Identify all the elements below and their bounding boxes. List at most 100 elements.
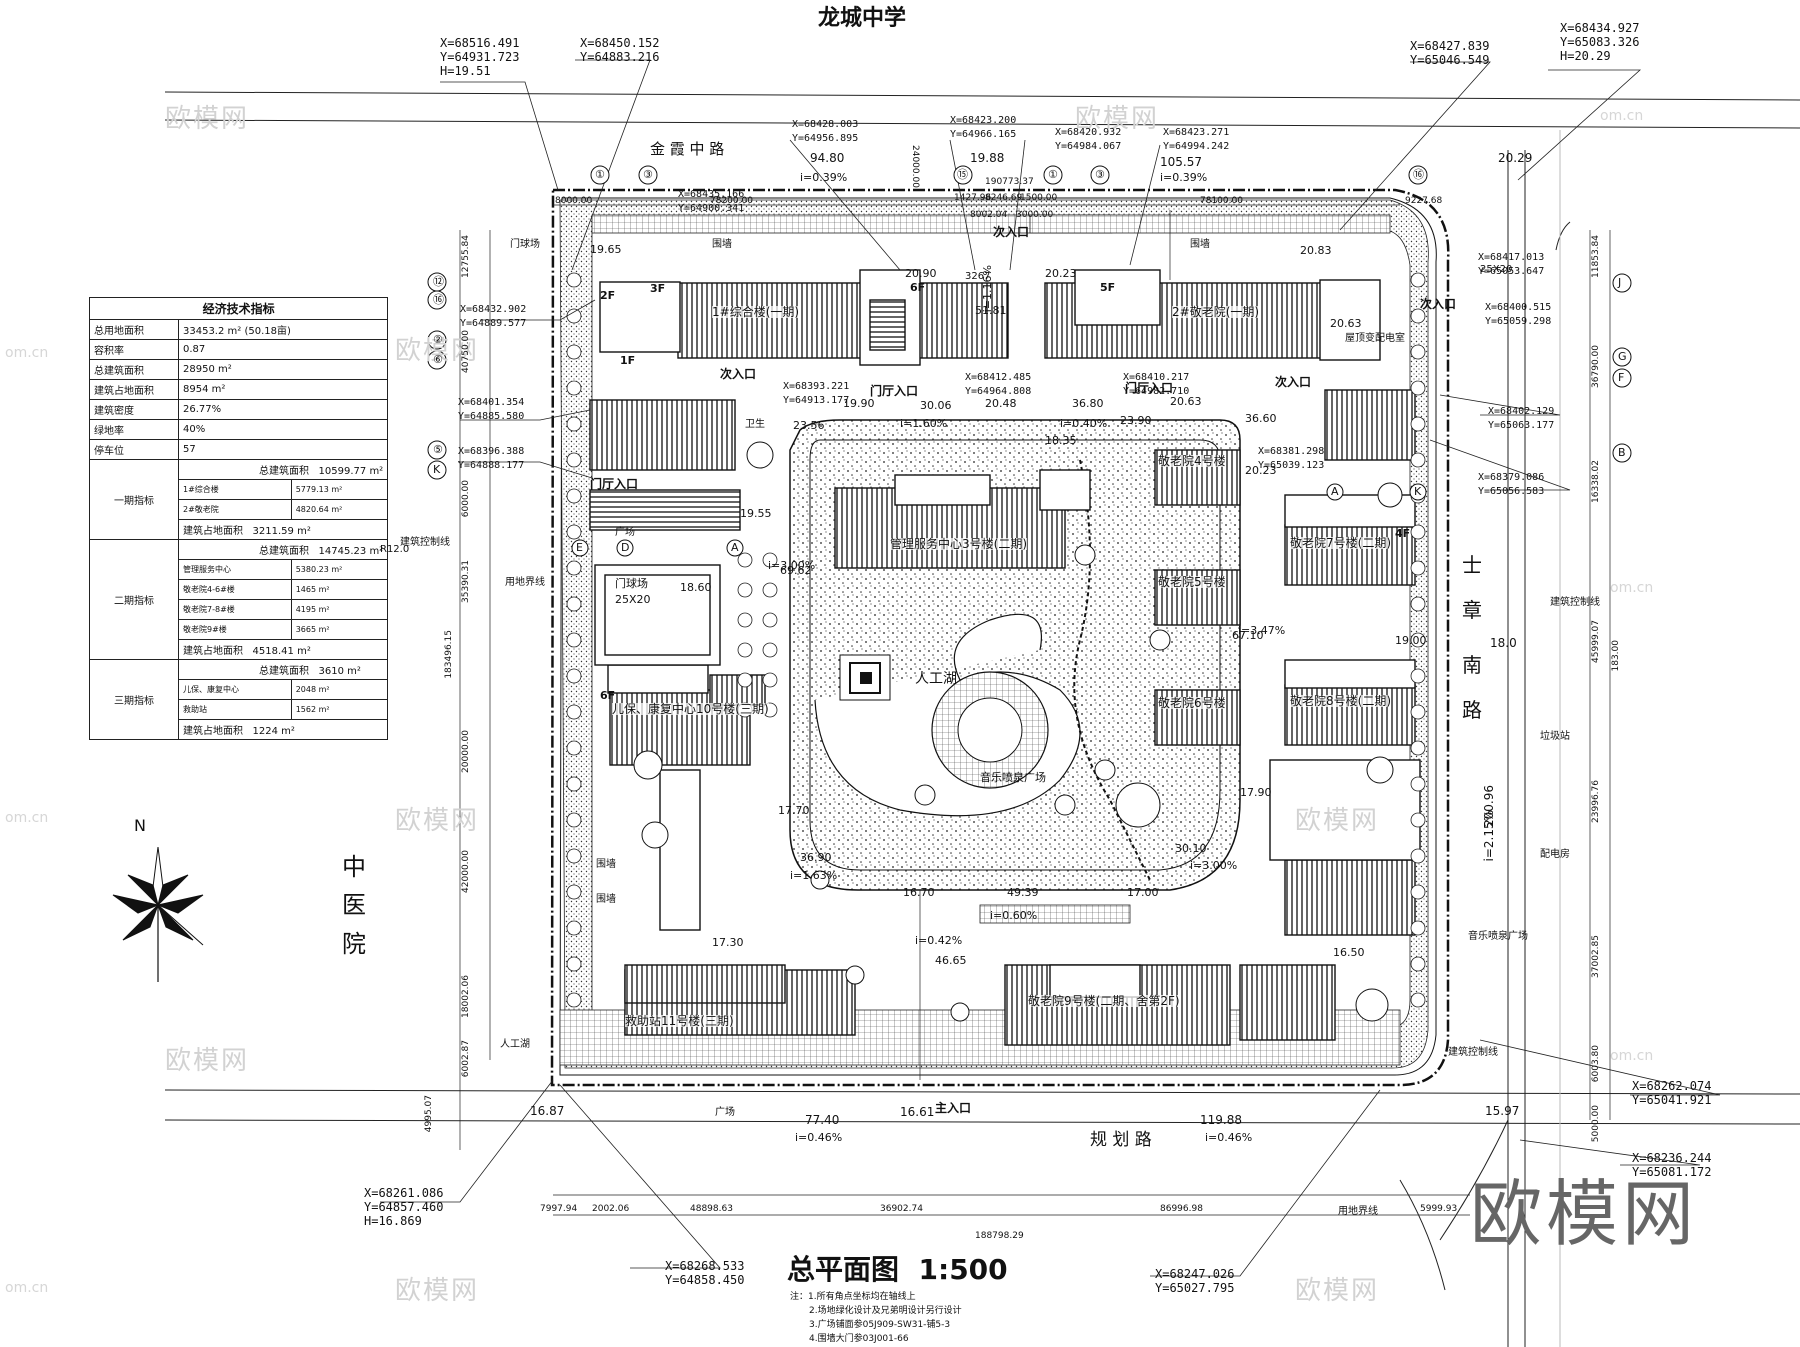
- axis-bubble-label: A: [731, 541, 739, 554]
- tree-icon: [566, 992, 582, 1008]
- elevation-label: 16.70: [903, 886, 935, 899]
- compass-north-label: N: [134, 816, 146, 835]
- misc-label: 门球场: [510, 239, 540, 250]
- misc-label: 广场: [715, 1107, 735, 1118]
- tree-icon: [762, 642, 778, 658]
- tree-icon: [762, 582, 778, 598]
- dimension-lines: [459, 204, 1611, 1216]
- coordinate-label: Y=65041.921: [1632, 1093, 1712, 1107]
- coordinate-label: X=68262.074: [1632, 1079, 1712, 1093]
- building-label: 敬老院6号楼: [1158, 696, 1226, 710]
- elevation-label: 19.55: [740, 507, 772, 520]
- elevation-label: 20.48: [985, 397, 1017, 410]
- axis-bubble-label: ⑯: [433, 293, 444, 306]
- axis-bubble-label: ③: [1095, 168, 1105, 181]
- road-lines: [164, 91, 1800, 1347]
- road-elevation: 105.57: [1160, 155, 1202, 169]
- road-elevation: 19.88: [970, 151, 1005, 165]
- compass-rose: [112, 846, 204, 982]
- entrance-label: 门厅入口: [870, 384, 919, 398]
- road-elevation: 20.29: [1498, 151, 1533, 165]
- coordinate-label: Y=64889.577: [460, 318, 527, 329]
- misc-label: 用地界线: [505, 577, 545, 588]
- coordinate-label: X=68410.217: [1123, 372, 1190, 383]
- tree-icon: [1410, 668, 1426, 684]
- dimension-label: 2002.06: [592, 1204, 630, 1214]
- slope-label: i=0.46%: [795, 1131, 843, 1144]
- tree-icon: [566, 524, 582, 540]
- axis-bubble-label: J: [1618, 276, 1622, 289]
- area-label: 人工湖: [915, 671, 957, 687]
- floor-label: 1F: [620, 354, 636, 367]
- coordinate-label: X=68261.086: [364, 1186, 444, 1200]
- misc-label: 垃圾站: [1540, 731, 1570, 742]
- elevation-label: 30.10: [1175, 842, 1207, 855]
- axis-bubble-label: ⑫: [433, 275, 444, 288]
- coordinate-label: X=68435.166: [678, 189, 745, 200]
- elevation-label: 67.10: [1232, 629, 1264, 642]
- coordinate-label: X=68516.491: [440, 36, 520, 50]
- coordinate-label: Y=65081.172: [1632, 1165, 1712, 1179]
- dimension-label: 183496.15: [444, 630, 454, 679]
- entrance-label: 门厅入口: [590, 477, 639, 491]
- tree-icon: [566, 704, 582, 720]
- watermark-url: om.cn: [1610, 1048, 1654, 1064]
- coordinate-label: X=68412.485: [965, 372, 1032, 383]
- dimension-label: 188798.29: [975, 1231, 1024, 1241]
- slope-label: i=3.00%: [1190, 859, 1238, 872]
- slope-label: i=3.00%: [768, 559, 816, 572]
- entrance-label: 次入口: [1420, 297, 1457, 311]
- tree-icon: [566, 632, 582, 648]
- west-neighbor-2: 医: [342, 891, 366, 919]
- coordinate-label: Y=65053.647: [1478, 266, 1545, 277]
- dimension-label: 9227.68: [1405, 196, 1443, 206]
- edge-trees: [566, 272, 1426, 1008]
- coordinate-label: H=16.869: [364, 1214, 422, 1228]
- dimension-label: 36902.74: [880, 1204, 923, 1214]
- elevation-label: 69.62: [780, 564, 812, 577]
- elevation-label: 23.90: [1120, 414, 1152, 427]
- tree-icon: [737, 552, 753, 568]
- axis-bubble-label: D: [621, 541, 630, 554]
- watermark: 欧模网: [165, 104, 250, 134]
- dimension-label: 8002.04: [970, 210, 1008, 220]
- entrance-label: 次入口: [720, 367, 757, 381]
- coordinate-label: Y=64931.723: [440, 50, 520, 64]
- coordinate-label: X=68401.354: [458, 397, 525, 408]
- area-label: 音乐喷泉广场: [980, 771, 1046, 784]
- tree-icon: [762, 552, 778, 568]
- road-elevation: 16.61: [900, 1105, 935, 1119]
- slope-label: i=0.39%: [800, 171, 848, 184]
- west-neighbor-1: 中: [342, 853, 366, 881]
- slope-label: i=3.47%: [1238, 624, 1286, 637]
- area-label: 25X20: [615, 593, 651, 606]
- dimension-label: 4995.07: [424, 1095, 434, 1133]
- tree-icon: [1410, 380, 1426, 396]
- axis-bubble-label: ⑥: [433, 353, 443, 366]
- coordinate-label: Y=64984.067: [1055, 141, 1122, 152]
- axis-bubble-label: K: [1414, 485, 1422, 498]
- building-label: 管理服务中心3号楼(二期): [890, 537, 1027, 551]
- axis-bubble-label: E: [576, 541, 583, 554]
- misc-label: 围墙: [596, 859, 616, 870]
- coordinate-label: Y=64888.177: [458, 460, 525, 471]
- tree-icon: [1410, 344, 1426, 360]
- elevation-label: 20.23: [1045, 267, 1077, 280]
- coordinate-label: Y=64858.450: [665, 1273, 745, 1287]
- plan-title: 总平面图 1:500: [787, 1253, 1008, 1286]
- tree-icon: [1410, 524, 1426, 540]
- axis-bubble-label: ⑮: [957, 168, 968, 181]
- elevation-label: 20.63: [1330, 317, 1362, 330]
- dimension-label: 8246.69: [985, 193, 1023, 203]
- axis-bubble-label: ①: [1048, 168, 1058, 181]
- tree-icon: [1410, 920, 1426, 936]
- coordinate-leaders: [380, 59, 1721, 1277]
- building-label: 儿保、康复中心10号楼(三期): [612, 702, 769, 716]
- dimension-label: 6003.80: [1591, 1045, 1601, 1083]
- misc-label: R12.0: [380, 544, 410, 555]
- axis-bubble-label: K: [433, 463, 441, 476]
- elevation-label: 49.39: [1007, 886, 1039, 899]
- tree-icon: [566, 812, 582, 828]
- misc-label: 围墙: [712, 239, 732, 250]
